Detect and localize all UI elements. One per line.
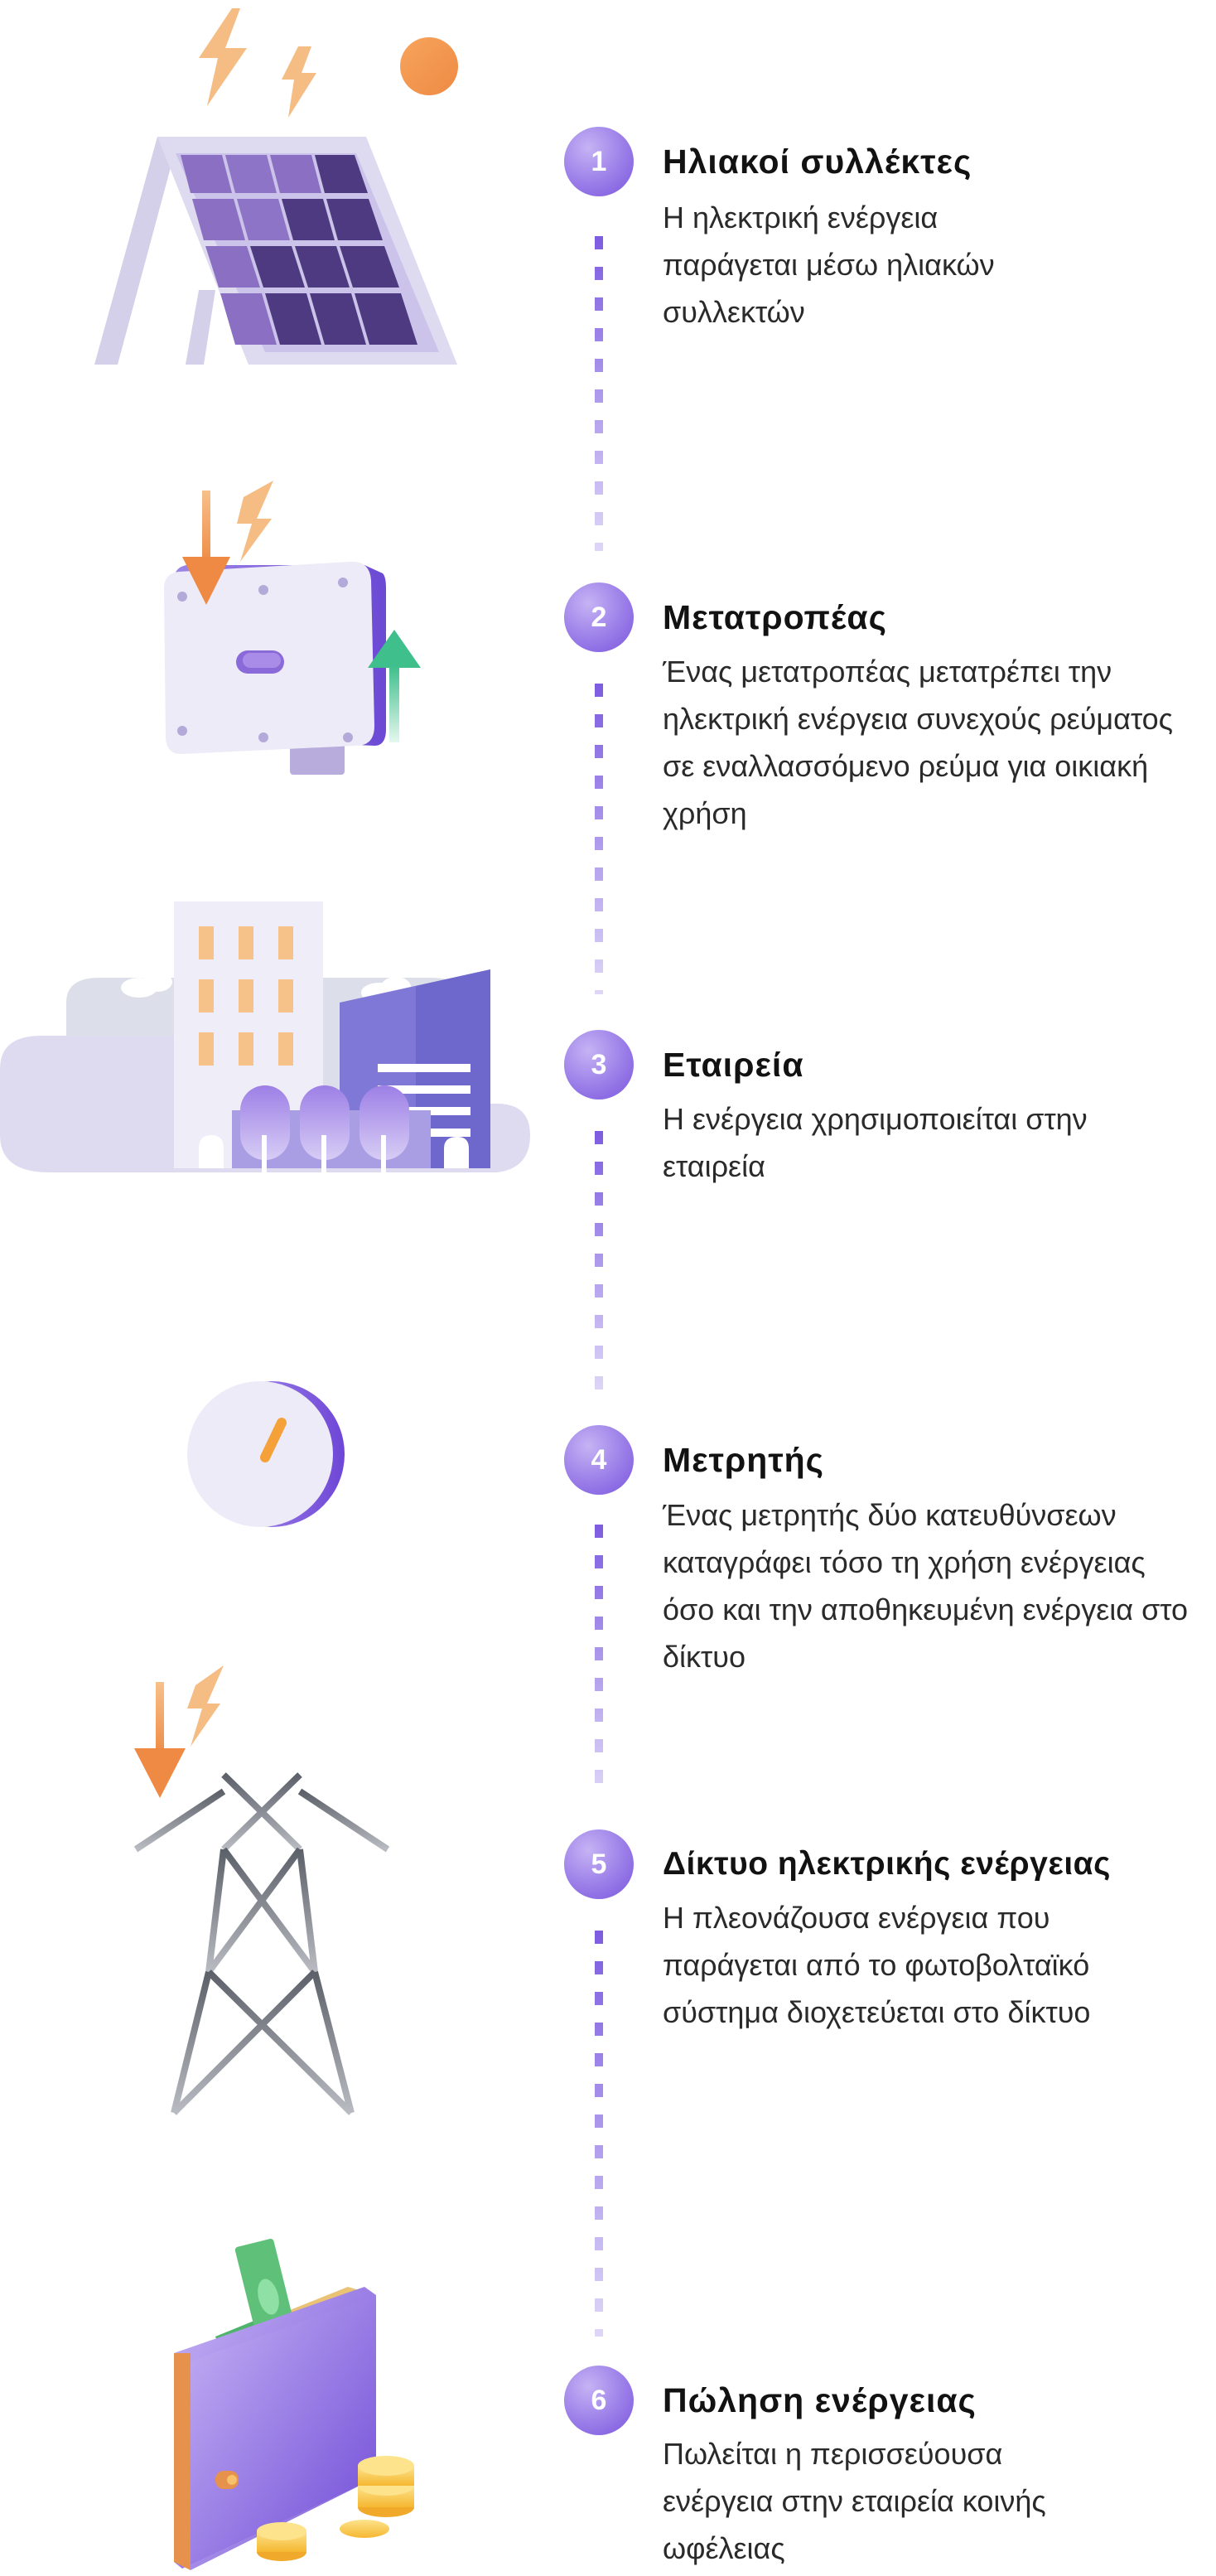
step-description: Ένας μετρητής δύο κατευθύνσεων καταγράφε… (663, 1498, 1189, 1674)
inverter-icon (164, 481, 421, 775)
step-title: Δίκτυο ηλεκτρικής ενέργειας (663, 1846, 1111, 1882)
step-number-badge: 4 (564, 1425, 634, 1495)
solar-panel-icon (94, 8, 458, 365)
step-number-badge: 6 (564, 2366, 634, 2435)
step-description: Πωλείται η περισσεύουσα ενέργεια στην ετ… (663, 2437, 1046, 2565)
step-description: Η ηλεκτρική ενέργεια παράγεται μέσω ηλια… (663, 201, 995, 329)
power-tower-icon (133, 1665, 391, 2116)
timeline-connector (595, 1931, 603, 2337)
meter-icon (187, 1381, 345, 1527)
step-description: Ένας μετατροπέας μετατρέπει την ηλεκτρικ… (663, 655, 1174, 830)
step-number-badge: 2 (564, 582, 634, 652)
step-title: Ηλιακοί συλλέκτες (663, 143, 972, 181)
step-title: Μετατροπέας (663, 598, 887, 636)
company-buildings-icon (0, 901, 530, 1193)
wallet-coins-icon (174, 2238, 414, 2570)
step-title: Μετρητής (663, 1441, 824, 1479)
step-number-badge: 3 (564, 1030, 634, 1100)
timeline-connector (595, 236, 603, 551)
timeline-connector (595, 1525, 603, 1798)
step-description: Η ενέργεια χρησιμοποιείται στην εταιρεία (663, 1102, 1088, 1183)
step-description: Η πλεονάζουσα ενέργεια που παράγεται από… (663, 1901, 1091, 2029)
timeline-connector (595, 1131, 603, 1392)
step-number-badge: 1 (564, 127, 634, 196)
step-number-badge: 5 (564, 1829, 634, 1899)
timeline-connector (595, 684, 603, 994)
step-title: Πώληση ενέργειας (663, 2381, 977, 2419)
step-title: Εταιρεία (663, 1046, 804, 1084)
